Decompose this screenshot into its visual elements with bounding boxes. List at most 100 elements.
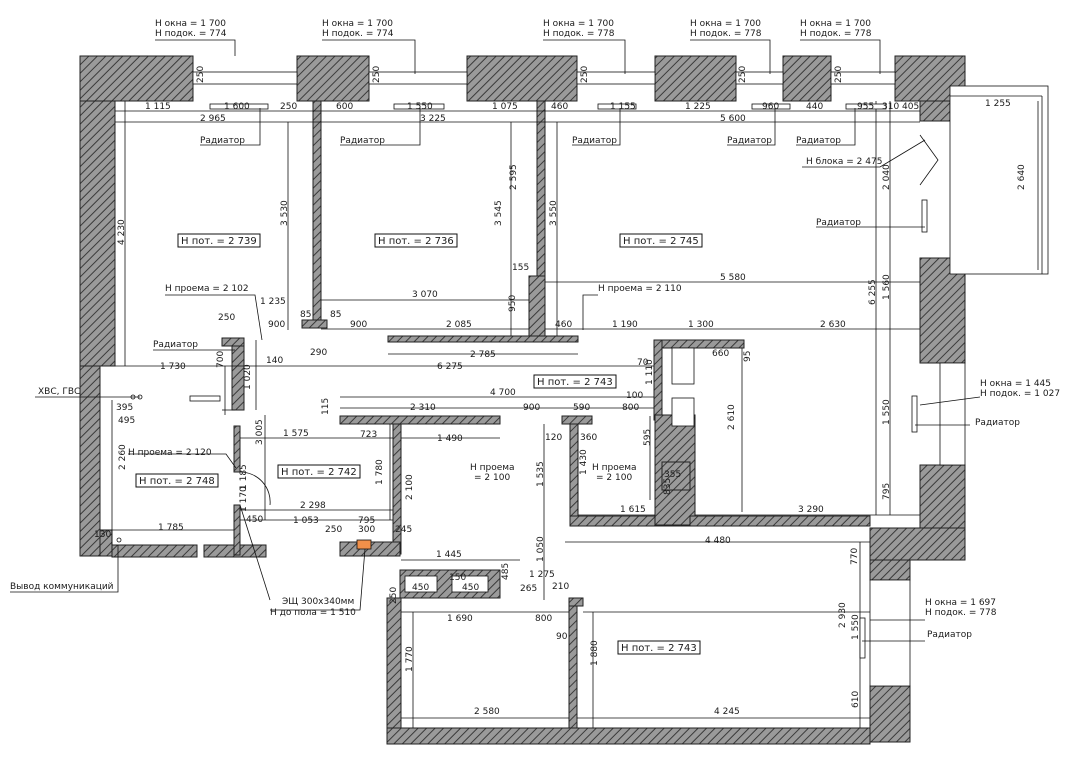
dimension: 1 275 (529, 570, 555, 580)
dimension: 1 880 (590, 640, 600, 666)
window-sill: Н подок. = 778 (543, 29, 615, 39)
opening-height: Н проема = 2 110 (598, 284, 682, 294)
window (830, 71, 896, 85)
dimension: 2 640 (1017, 164, 1027, 190)
wall-segment (386, 597, 402, 745)
dimension: 250 (218, 313, 235, 323)
dimension: 250 (738, 66, 748, 83)
partition (387, 335, 579, 343)
dimension: 4 700 (490, 388, 516, 398)
wall-segment (919, 100, 951, 122)
window-height: Н окна = 1 700 (543, 19, 614, 29)
dimension: 250 (834, 66, 844, 83)
wall-segment (386, 727, 871, 745)
partition (653, 339, 663, 421)
window-height: Н окна = 1 700 (690, 19, 761, 29)
radiator-icon (859, 617, 866, 659)
wall-segment (79, 55, 194, 102)
dimension: 150 (449, 573, 466, 583)
wall-segment (79, 365, 101, 557)
dimension: 300 (358, 525, 375, 535)
radiator-label: Радиатор (975, 418, 1020, 428)
wall-segment (111, 544, 198, 558)
opening-height: Н проема (470, 463, 515, 473)
dimension: 2 610 (727, 404, 737, 430)
radiator-icon (921, 199, 928, 233)
dimension: 5 580 (720, 273, 746, 283)
radiator-label: Радиатор (796, 136, 841, 146)
radiator-icon (597, 103, 637, 110)
window-height: Н окна = 1 700 (155, 19, 226, 29)
dimension: 6 275 (437, 362, 463, 372)
dimension: 3 550 (549, 200, 559, 226)
dimension: 1 445 (436, 550, 462, 560)
electric-panel (356, 539, 372, 550)
dimension: 1 185 (239, 464, 249, 490)
window-sill: Н подок. = 778 (800, 29, 872, 39)
dimension: 450 (412, 583, 429, 593)
window-sill: Н подок. = 1 027 (980, 389, 1060, 399)
dimension: 245 (395, 525, 412, 535)
dimension: 3 545 (494, 200, 504, 226)
dimension: 960 (762, 102, 779, 112)
outlet-icon (116, 537, 122, 543)
partition (536, 100, 546, 277)
dimension: 250 (580, 66, 590, 83)
ceiling-heights: Н пот. = 2 739 Н пот. = 2 736 Н пот. = 2… (135, 233, 703, 655)
radiator-labels: Радиатор Радиатор Радиатор Радиатор Ради… (153, 136, 1020, 640)
dimension: 1 020 (243, 364, 253, 390)
dimension: 405 (902, 102, 919, 112)
opening-height: Н проема (592, 463, 637, 473)
dimension: 1 550 (851, 614, 861, 640)
dimension: 1 575 (283, 429, 309, 439)
dimension: 600 (336, 102, 353, 112)
partition (568, 597, 578, 729)
dimension: 610 (851, 691, 861, 708)
dimension: 120 (545, 433, 562, 443)
shaft (671, 347, 695, 385)
wall-segment (919, 257, 966, 364)
dimension: 2 085 (446, 320, 472, 330)
dimension: 800 (622, 403, 639, 413)
dimension: 2 260 (118, 444, 128, 470)
window-sill: Н подок. = 778 (690, 29, 762, 39)
dimension: 115 (321, 398, 331, 415)
window-sill: Н подок. = 778 (925, 608, 997, 618)
dimension: 723 (360, 430, 377, 440)
ceiling-height: Н пот. = 2 736 (378, 236, 454, 247)
dimension: 950 (508, 295, 518, 312)
radiator-label: Радиатор (572, 136, 617, 146)
opening-height: Н проема = 2 102 (165, 284, 249, 294)
wall-segment (466, 55, 578, 102)
dimension: 310 (882, 102, 899, 112)
dimension: 1 785 (158, 523, 184, 533)
dimension: 250 (372, 66, 382, 83)
dimension: 355 (664, 470, 681, 480)
dimension: 2 630 (820, 320, 846, 330)
panel-height: Н до пола = 1 510 (270, 608, 356, 618)
dimension: 2 965 (200, 114, 226, 124)
dimension: 140 (266, 356, 283, 366)
radiator-icon (189, 395, 221, 402)
radiator-icon (209, 103, 269, 110)
dimension: 360 (580, 433, 597, 443)
dimension: 3 530 (280, 200, 290, 226)
radiator-icon (751, 103, 791, 110)
partition (653, 339, 745, 349)
dimension: 795 (358, 516, 375, 526)
dimension: 900 (268, 320, 285, 330)
wall-segment (869, 685, 911, 743)
symbols (116, 394, 143, 543)
dimension: 795 (882, 483, 892, 500)
window-height: Н окна = 1 445 (980, 379, 1051, 389)
radiator-label: Радиатор (727, 136, 772, 146)
comm-outlet-label: Вывод коммуникаций (10, 582, 114, 592)
dimension: 155 (512, 263, 529, 273)
pipe-icon (130, 394, 136, 400)
radiator-label: Радиатор (200, 136, 245, 146)
ceiling-height: Н пот. = 2 742 (281, 467, 357, 478)
radiators (189, 103, 928, 659)
window-height: Н окна = 1 697 (925, 598, 996, 608)
dimension: 440 (806, 102, 823, 112)
dimension: 450 (462, 583, 479, 593)
